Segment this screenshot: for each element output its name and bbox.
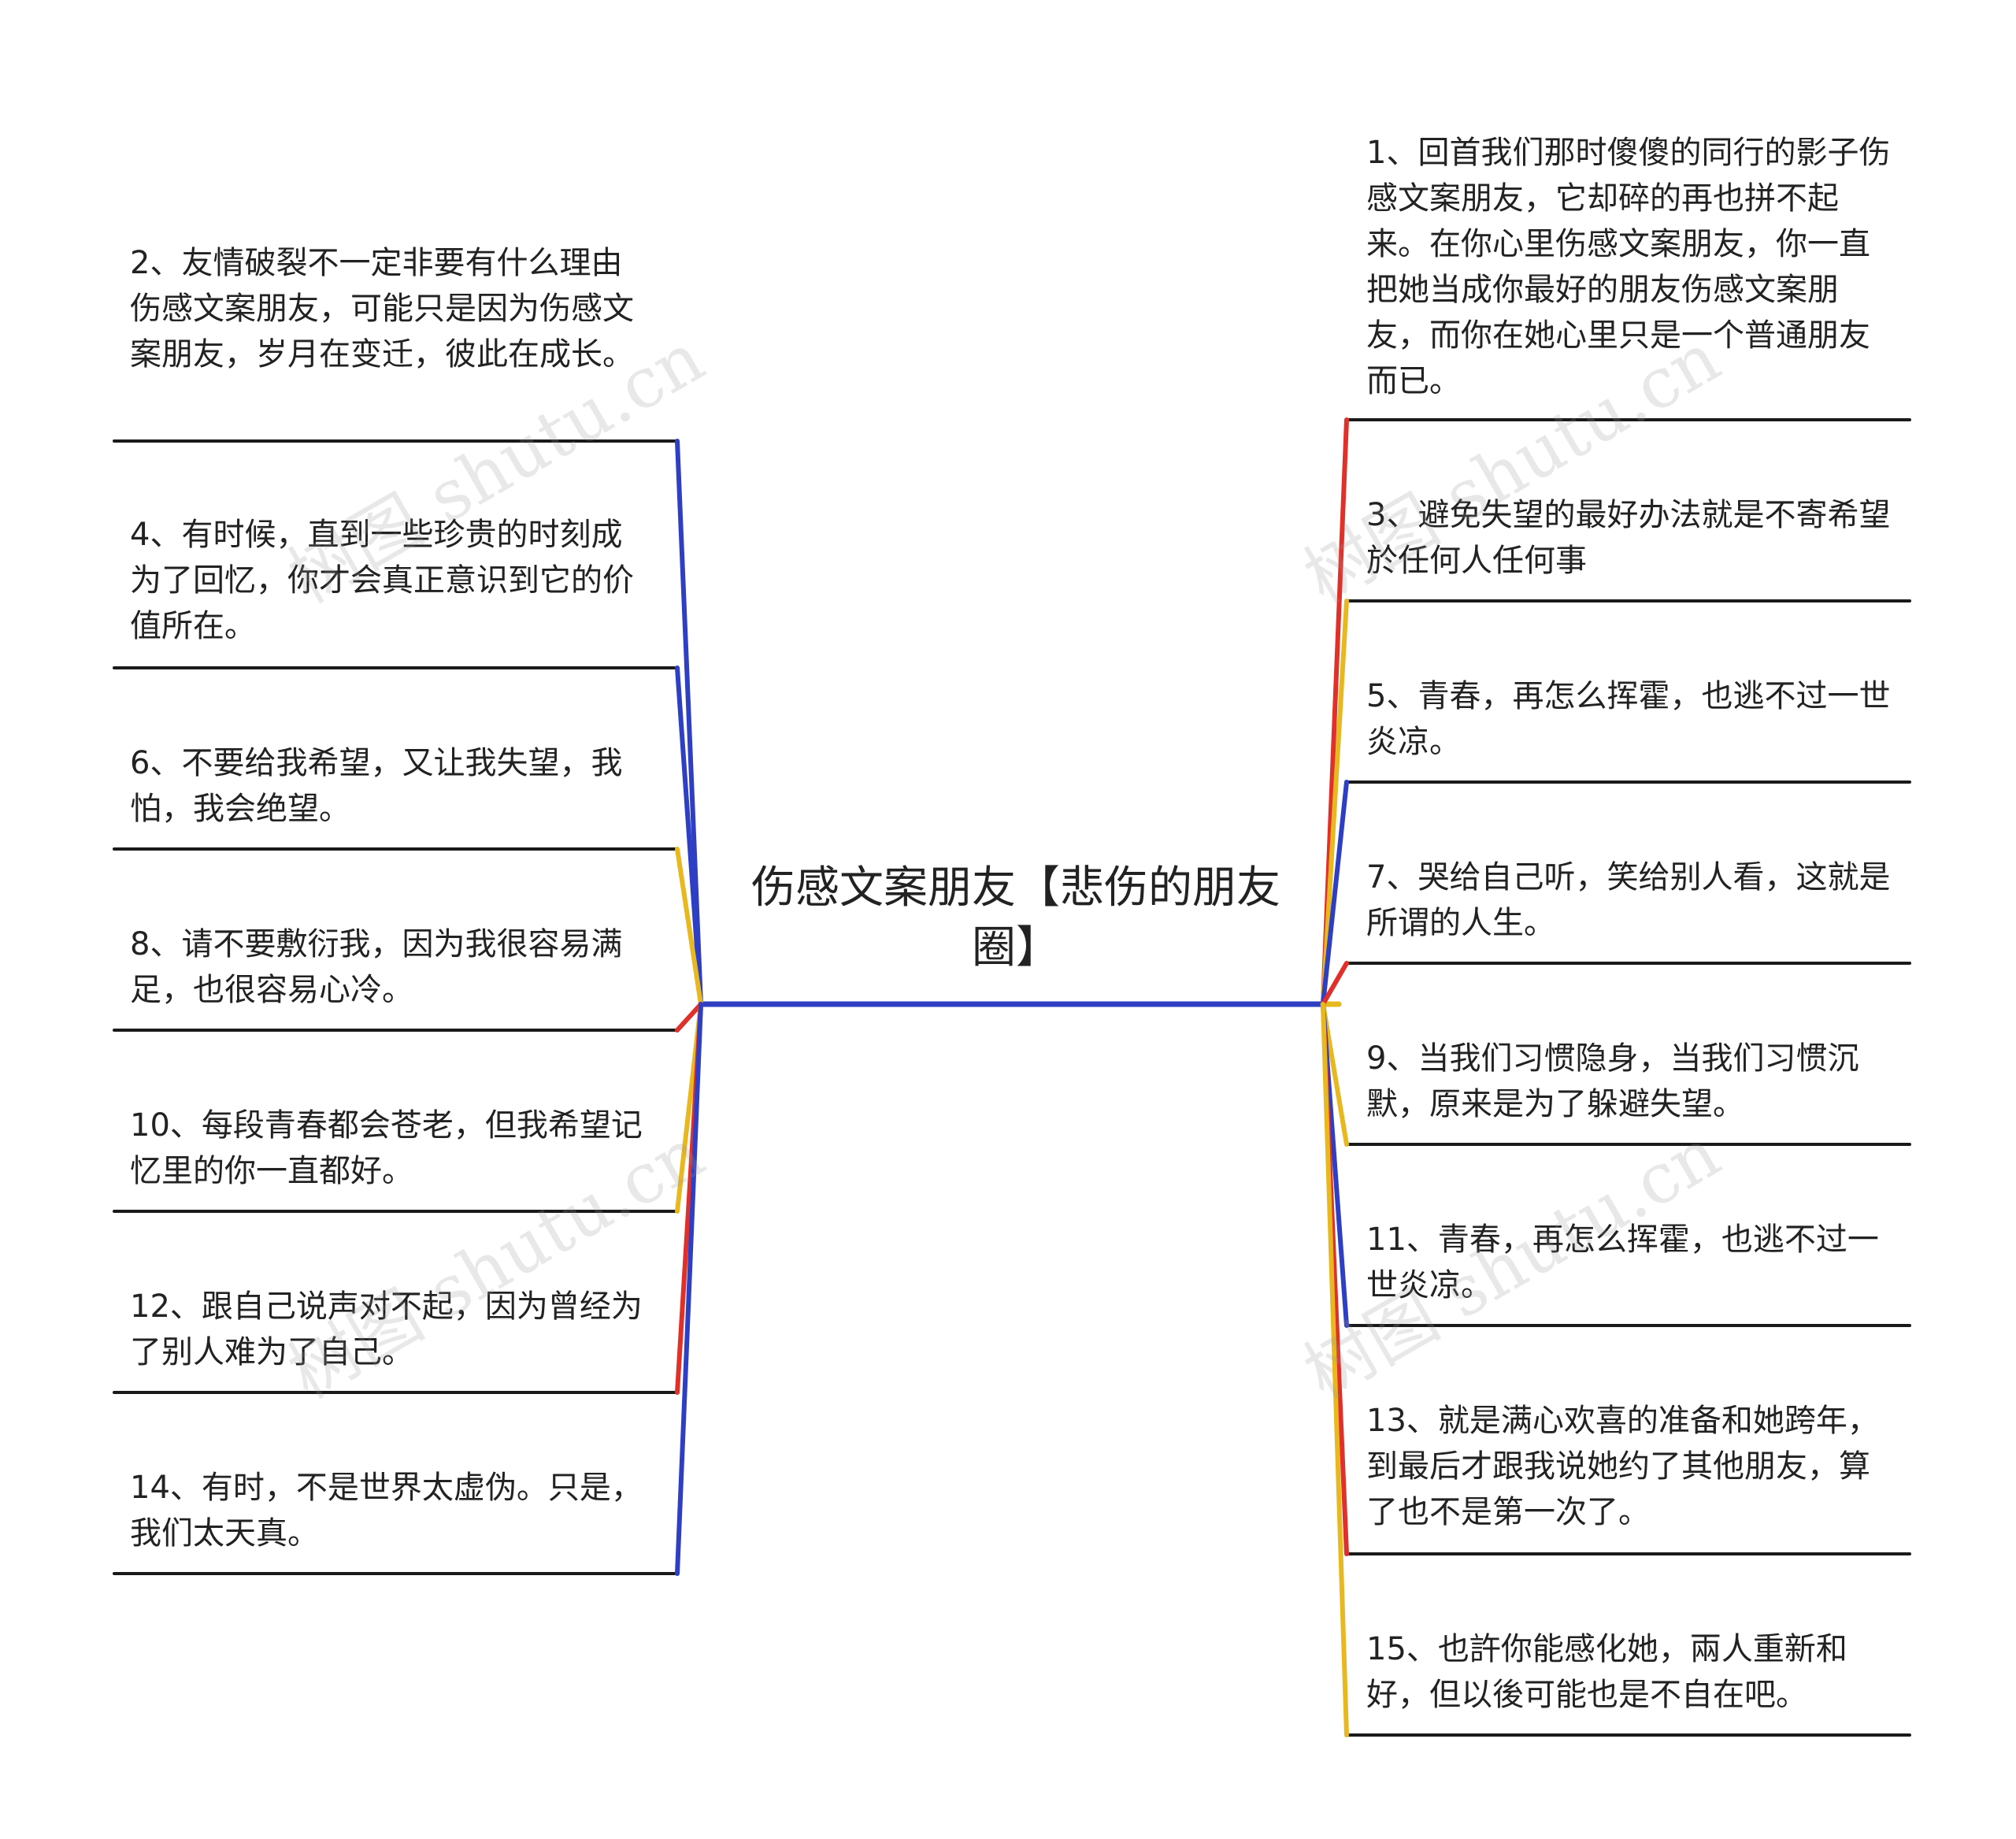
branch-text-5: 5、青春，再怎么挥霍，也逃不过一世炎凉。 [1366, 678, 1891, 760]
branch-connector [675, 1002, 703, 1033]
branch-connector [675, 1002, 703, 1576]
central-topic: 伤感文案朋友【悲伤的朋友圈】 [751, 862, 1280, 973]
branch-text-1: 1、回首我们那时傻傻的同行的影子伤感文案朋友，它却碎的再也拼不起来。在你心里伤感… [1366, 135, 1891, 399]
branch-text-7: 7、哭给自己听，笑给别人看，这就是所谓的人生。 [1366, 859, 1891, 941]
branch-text-14: 14、有时，不是世界太虚伪。只是，我们太天真。 [130, 1470, 643, 1552]
branch-text-10: 10、每段青春都会苍老，但我希望记忆里的你一直都好。 [130, 1107, 643, 1189]
branch-text-6: 6、不要给我希望，又让我失望，我怕，我会绝望。 [130, 745, 623, 827]
branch-connector [675, 847, 703, 1007]
branch-connector [675, 666, 703, 1007]
branch-text-11: 11、青春，再怎么挥霍，也逃不过一世炎凉。 [1366, 1222, 1879, 1303]
branch-text-13: 13、就是满心欢喜的准备和她跨年，到最后才跟我说她约了其他朋友，算了也不是第一次… [1366, 1403, 1879, 1530]
branch-connector [1321, 1002, 1349, 1737]
branch-connector [1321, 599, 1349, 1007]
branch-connector [1321, 780, 1349, 1007]
branch-text-3: 3、避免失望的最好办法就是不寄希望於任何人任何事 [1366, 497, 1891, 579]
branch-text-4: 4、有时候，直到一些珍贵的时刻成为了回忆，你才会真正意识到它的价值所在。 [130, 517, 634, 644]
branch-text-2: 2、友情破裂不一定非要有什么理由伤感文案朋友，可能只是因为伤感文案朋友，岁月在变… [130, 245, 634, 373]
branch-text-8: 8、请不要敷衍我，因为我很容易满足，也很容易心冷。 [130, 926, 623, 1008]
branch-text-12: 12、跟自己说声对不起，因为曾经为了别人难为了自己。 [130, 1288, 643, 1370]
branch-connector [1321, 961, 1349, 1007]
branch-connector [675, 439, 703, 1007]
branch-text-15: 15、也許你能感化她，兩人重新和好，但以後可能也是不自在吧。 [1366, 1631, 1847, 1713]
branch-text-9: 9、当我们习惯隐身，当我们习惯沉默，原来是为了躲避失望。 [1366, 1040, 1859, 1122]
